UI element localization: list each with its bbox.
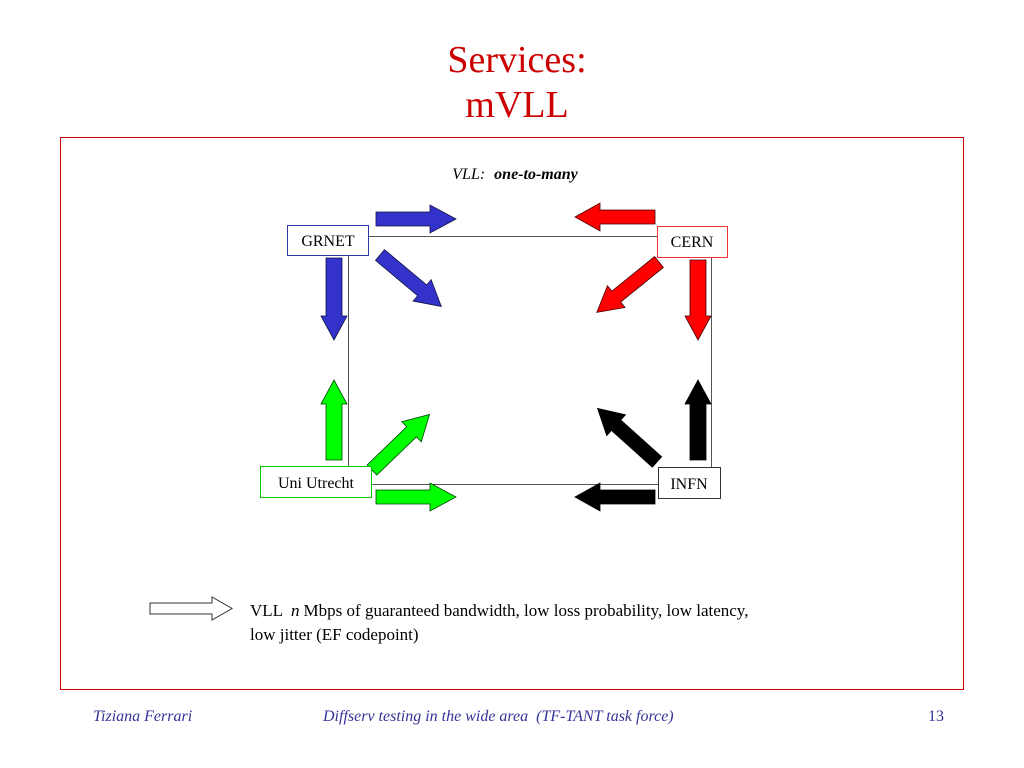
node-utrecht-box [260,466,372,498]
infn-arrow-diagonal [596,407,663,468]
legend-variable: n [291,601,300,620]
utrecht-arrow-east [375,482,457,512]
node-grnet-box [287,225,369,256]
legend-line1-text: Mbps of guaranteed bandwidth, low loss p… [303,601,749,620]
grnet-arrow-diagonal [374,249,442,307]
slide-title-line2: mVLL [465,84,569,126]
node-grnet: GRNET [287,225,369,256]
cern-arrow-south [684,259,712,341]
legend-label: VLL [250,601,284,620]
diagram-frame [60,137,964,690]
node-infn-box [658,467,721,499]
slide-title-line1: Services: [447,39,587,81]
footer-page-number: 13 [928,708,944,725]
slide-title: Services: mVLL [10,38,1024,128]
cern-arrow-west [574,202,656,232]
node-grnet-label: GRNET [301,233,355,250]
legend-arrow-icon [149,596,234,621]
diagram-heading-emphasis: one-to-many [494,166,578,183]
cern-arrow-diagonal [596,255,664,313]
node-cern: CERN [657,226,728,258]
grnet-arrow-south [320,257,348,341]
infn-arrow-west [574,482,656,512]
node-utrecht: Uni Utrecht [260,466,372,498]
footer-author: Tiziana Ferrari [93,708,193,725]
legend-line2: low jitter (EF codepoint) [250,625,419,644]
diagram-heading-prefix: VLL: [452,166,485,183]
infn-arrow-north [684,379,712,461]
node-utrecht-label: Uni Utrecht [278,475,355,492]
grnet-arrow-east [375,204,457,234]
diagram-heading: VLL: one-to-many [452,166,578,183]
footer-talk-title: Diffserv testing in the wide area (TF-TA… [323,708,674,725]
node-infn: INFN [658,467,721,499]
node-cern-label: CERN [671,234,714,251]
node-cern-box [657,226,728,258]
utrecht-arrow-north [320,379,348,461]
utrecht-arrow-diagonal [366,413,431,476]
node-infn-label: INFN [670,476,708,493]
